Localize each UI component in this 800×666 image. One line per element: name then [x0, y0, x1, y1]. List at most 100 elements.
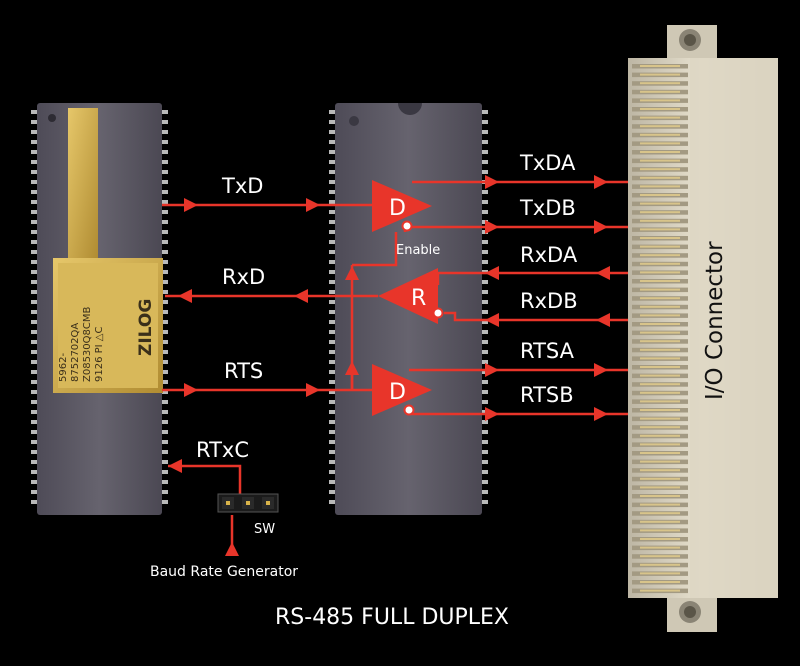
- connector-contact-gold: [640, 151, 680, 153]
- chip-pin: [162, 210, 168, 214]
- connector-contact-gold: [640, 426, 680, 429]
- connector-contact-gold: [640, 572, 680, 575]
- chip-pin: [482, 500, 488, 504]
- chip-pin: [329, 380, 335, 384]
- connector-contact-gold: [640, 512, 680, 515]
- connector-contact-gold: [640, 176, 680, 179]
- baud-rate-label: Baud Rate Generator: [150, 564, 298, 580]
- txd-arrow-2: [306, 198, 320, 212]
- chip-pin: [329, 390, 335, 394]
- connector-contact-gold: [640, 348, 680, 351]
- chip-pin: [482, 280, 488, 284]
- connector-contact-gold: [640, 417, 680, 420]
- chip-pin: [329, 130, 335, 134]
- connector-contact-gold: [640, 409, 680, 411]
- connector-contact-gold: [640, 400, 680, 403]
- chip-pin: [329, 490, 335, 494]
- receiver-inv-bubble: [432, 307, 444, 319]
- chip-pin: [31, 410, 37, 414]
- chip-pin: [31, 480, 37, 484]
- baud-arrow: [225, 542, 239, 556]
- connector-contact-gold: [640, 90, 680, 93]
- chip-pin: [162, 340, 168, 344]
- tx-driver-inv-bubble: [401, 220, 413, 232]
- connector-contact-gold: [640, 82, 680, 85]
- connector-contact-gold: [640, 219, 680, 222]
- tx-driver: D: [372, 180, 432, 232]
- chip-pin: [162, 360, 168, 364]
- chip-pin: [482, 290, 488, 294]
- connector-contact-gold: [640, 495, 680, 497]
- chip-pin: [162, 300, 168, 304]
- connector-contact-gold: [640, 280, 680, 282]
- chip-pin: [482, 310, 488, 314]
- receiver: R: [378, 268, 444, 324]
- chip-pin: [329, 110, 335, 114]
- pin1-dot: [48, 114, 56, 122]
- chip-pin: [162, 330, 168, 334]
- rtsa-arrow-2: [594, 363, 608, 377]
- chip-pin: [31, 390, 37, 394]
- chip-pin: [329, 210, 335, 214]
- chip-pin: [162, 280, 168, 284]
- chip-pin: [162, 220, 168, 224]
- chip-pin: [482, 450, 488, 454]
- chip-pin: [31, 130, 37, 134]
- chip-pin: [162, 240, 168, 244]
- chip-pin: [31, 220, 37, 224]
- connector-contact-gold: [640, 159, 680, 162]
- chip-marking-3: Z08530Q8CMB: [82, 306, 93, 382]
- chip-pin: [31, 320, 37, 324]
- chip-pin: [329, 300, 335, 304]
- connector-contact-gold: [640, 443, 680, 446]
- rtsa-arrow-1: [485, 363, 499, 377]
- chip-pin: [31, 190, 37, 194]
- chip-pin: [31, 490, 37, 494]
- mount-screw-bottom-hole: [684, 606, 696, 618]
- chip-pin: [31, 250, 37, 254]
- chip-pin: [482, 110, 488, 114]
- rtsb-arrow-1: [485, 407, 499, 421]
- jumper-switch: [217, 493, 279, 513]
- chip-pin: [162, 110, 168, 114]
- chip-pin: [31, 280, 37, 284]
- connector-contact-gold: [640, 271, 680, 274]
- chip-pin: [31, 400, 37, 404]
- chip-pin: [162, 470, 168, 474]
- chip-pin: [329, 170, 335, 174]
- connector-contact-gold: [640, 73, 680, 76]
- chip-pin: [482, 420, 488, 424]
- chip-pin: [482, 400, 488, 404]
- rtxc-arrow: [168, 459, 182, 473]
- chip-pin: [31, 260, 37, 264]
- chip-pin: [162, 370, 168, 374]
- chip-notch: [398, 103, 422, 115]
- rxda-label: RxDA: [520, 243, 578, 267]
- chip-pin: [31, 420, 37, 424]
- txdb-label: TxDB: [519, 196, 576, 220]
- chip-pin: [482, 470, 488, 474]
- chip-pin: [482, 460, 488, 464]
- chip-pin: [482, 260, 488, 264]
- connector-contact-gold: [640, 108, 680, 110]
- chip-pin: [329, 350, 335, 354]
- chip-pin: [329, 280, 335, 284]
- enable-arrow-1: [345, 266, 359, 280]
- chip-pin: [482, 240, 488, 244]
- chip-pin: [31, 290, 37, 294]
- rts-arrow-2: [306, 383, 320, 397]
- chip-pin: [31, 200, 37, 204]
- rts-arrow-1: [184, 383, 198, 397]
- chip-pin: [482, 200, 488, 204]
- chip-pin: [162, 270, 168, 274]
- chip-pin: [329, 190, 335, 194]
- chip-pin: [329, 220, 335, 224]
- chip-pin: [162, 120, 168, 124]
- chip-pin: [31, 330, 37, 334]
- chip-pin: [31, 110, 37, 114]
- rxdb-label: RxDB: [520, 289, 578, 313]
- chip-pin: [162, 430, 168, 434]
- connector-contact-gold: [640, 357, 680, 360]
